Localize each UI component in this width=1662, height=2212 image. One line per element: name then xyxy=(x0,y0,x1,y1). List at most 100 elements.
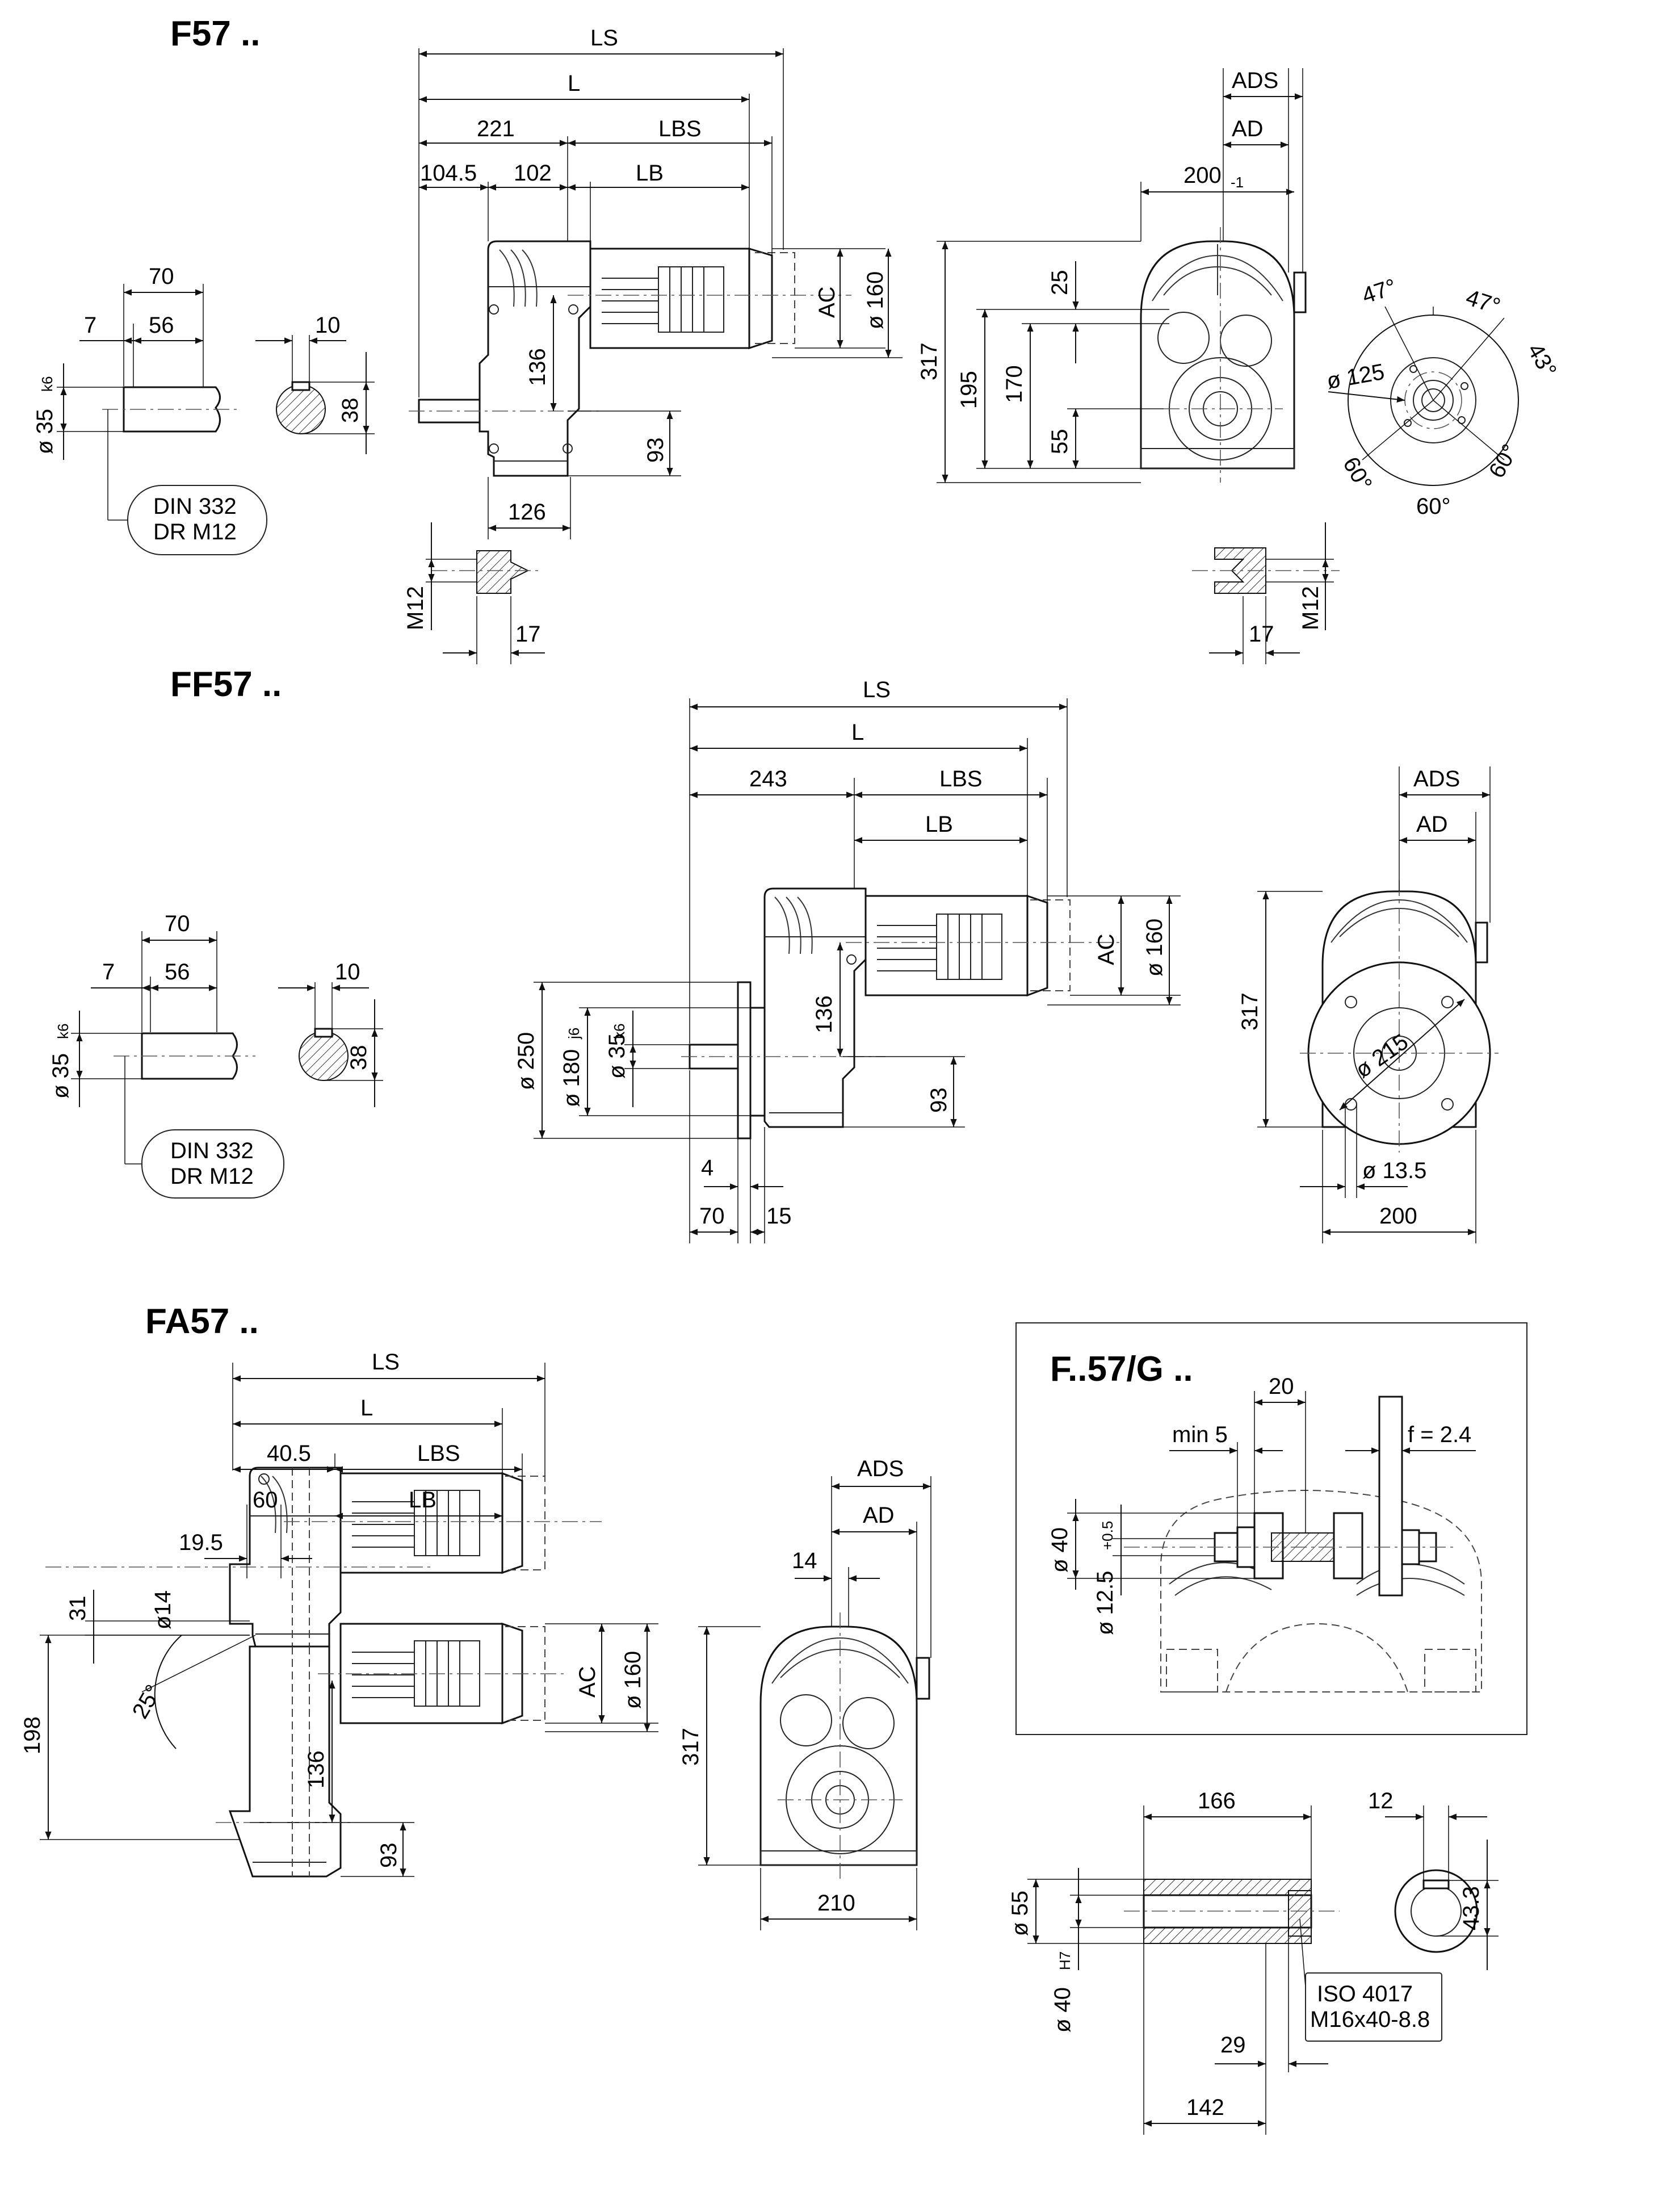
f57-front-195: 195 xyxy=(956,371,981,409)
fa57-ac: AC xyxy=(575,1666,600,1698)
f57-front-200: 200 xyxy=(1183,163,1222,188)
fg57-29: 29 xyxy=(1220,2033,1246,2058)
f57-side-view: LS L 221 LBS 104.5 102 LB AC ø 160 136 9… xyxy=(409,26,903,539)
f57-17-right: 17 xyxy=(1249,622,1274,647)
f57-shaft-k6: k6 xyxy=(39,376,56,392)
ff57-front-ads: ADS xyxy=(1413,766,1460,791)
f57-front-tol: -1 xyxy=(1231,174,1244,191)
f57-flange-43: 43° xyxy=(1522,340,1561,382)
f57-flange-view: 47° 47° 43° ø 125 60° 60° 60° xyxy=(1325,274,1562,519)
f57-note-1: DIN 332 xyxy=(153,494,237,519)
fa57-front-14: 14 xyxy=(792,1548,817,1573)
fg57-hollow-shaft: 166 12 43.3 ø 55 ø 40 H7 ISO 4017 M16x40… xyxy=(1008,1788,1499,2135)
ff57-lb: LB xyxy=(925,812,953,837)
fg57-f: f = 2.4 xyxy=(1408,1422,1471,1447)
f57-tapped-hole-right: M12 17 xyxy=(1192,522,1340,664)
f57-front-317: 317 xyxy=(917,342,942,380)
ff57-shaft-end: 70 7 56 ø 35 k6 10 38 DIN 332 DR M12 xyxy=(48,911,383,1199)
ff57-ls: LS xyxy=(863,677,891,702)
ff57-note-2: DR M12 xyxy=(170,1164,254,1189)
ff57-note-1: DIN 332 xyxy=(170,1138,254,1163)
f57-shaft-10: 10 xyxy=(315,313,341,338)
title-fg57: F..57/G .. xyxy=(1050,1350,1193,1389)
f57-l: L xyxy=(568,71,580,96)
fg57-dia55: ø 55 xyxy=(1008,1891,1033,1936)
ff57-front-ad: AD xyxy=(1416,812,1448,837)
ff57-k6: k6 xyxy=(611,1024,628,1039)
fa57-25deg: 25° xyxy=(128,1681,166,1723)
fa57-l: L xyxy=(360,1396,373,1421)
ff57-front-317: 317 xyxy=(1237,992,1262,1030)
ff57-dia35: ø 35 xyxy=(605,1033,629,1079)
f57-126: 126 xyxy=(508,500,546,525)
ff57-l: L xyxy=(851,720,864,745)
f57-93: 93 xyxy=(643,438,668,463)
f57-136: 136 xyxy=(525,348,550,386)
ff57-shaft-7: 7 xyxy=(102,960,115,984)
fa57-198: 198 xyxy=(20,1716,45,1754)
f57-221: 221 xyxy=(477,116,515,141)
ff57-dia160: ø 160 xyxy=(1142,919,1167,977)
fa57-19-5: 19.5 xyxy=(179,1530,223,1555)
title-f57: F57 .. xyxy=(170,14,261,53)
fa57-motor xyxy=(318,1622,568,1725)
f57-ac: AC xyxy=(815,286,840,318)
fa57-40-5: 40.5 xyxy=(267,1441,311,1466)
ff57-front-view: ø 215 ADS AD 317 ø 13.5 200 xyxy=(1237,766,1499,1243)
fa57-dia14: ø14 xyxy=(150,1590,175,1629)
f57-front-25: 25 xyxy=(1047,270,1072,296)
fg57-dia12-5: ø 12.5 xyxy=(1093,1571,1118,1635)
ff57-shaft-38: 38 xyxy=(346,1045,371,1071)
fa57-housing: AC ø 160 136 93 xyxy=(216,1623,658,1878)
f57-front-55: 55 xyxy=(1047,429,1072,455)
fg57-142: 142 xyxy=(1186,2095,1224,2120)
ff57-ac: AC xyxy=(1094,933,1119,965)
ff57-shaft-k6: k6 xyxy=(54,1024,72,1039)
f57-shaft-38: 38 xyxy=(338,398,363,424)
f57-front-170: 170 xyxy=(1002,365,1027,403)
f57-shaft-56: 56 xyxy=(149,313,174,338)
fa57-front-210: 210 xyxy=(817,1891,855,1916)
fa57-136: 136 xyxy=(304,1750,329,1788)
ff57-shaft-56: 56 xyxy=(165,960,190,984)
fg57-iso-2: M16x40-8.8 xyxy=(1310,2007,1430,2032)
f57-note-2: DR M12 xyxy=(153,520,237,544)
ff57-dia250: ø 250 xyxy=(514,1032,539,1090)
f57-flange-47b: 47° xyxy=(1463,285,1503,320)
ff57-93: 93 xyxy=(926,1088,951,1113)
fa57-front-view: ADS AD 14 317 210 xyxy=(678,1456,931,1930)
fg57-12: 12 xyxy=(1368,1788,1394,1813)
fg57-43-3: 43.3 xyxy=(1459,1886,1484,1930)
fg57-166: 166 xyxy=(1198,1788,1236,1813)
f57-tapped-hole-left: M12 17 xyxy=(403,522,545,664)
f57-flange-60-right: 60° xyxy=(1484,440,1523,482)
f57-lb: LB xyxy=(636,161,664,186)
fg57-dia40: ø 40 xyxy=(1047,1527,1072,1573)
ff57-j6: j6 xyxy=(565,1028,582,1040)
f57-flange-47a: 47° xyxy=(1359,274,1399,309)
fa57-lb: LB xyxy=(409,1488,437,1513)
fg57-20: 20 xyxy=(1269,1374,1294,1399)
fa57-93: 93 xyxy=(376,1843,401,1869)
fg57-min5: min 5 xyxy=(1172,1422,1228,1447)
ff57-15: 15 xyxy=(766,1204,792,1229)
title-fa57: FA57 .. xyxy=(145,1302,259,1341)
f57-shaft-70: 70 xyxy=(149,264,174,289)
ff57-dia180: ø 180 xyxy=(559,1049,584,1107)
f57-ls: LS xyxy=(590,26,618,51)
fg57-dia40h7: ø 40 xyxy=(1050,1987,1075,2033)
f57-flange-60-bottom: 60° xyxy=(1416,494,1451,519)
f57-shaft-7: 7 xyxy=(84,313,96,338)
ff57-lbs: LBS xyxy=(939,766,983,791)
fa57-ls: LS xyxy=(372,1350,400,1375)
f57-m12-right: M12 xyxy=(1298,586,1323,630)
fa57-60: 60 xyxy=(253,1488,278,1513)
f57-front-view: ADS AD 200 -1 317 195 170 25 55 xyxy=(917,68,1307,483)
fg57-tol: +0.5 xyxy=(1099,1521,1116,1550)
fa57-dia160: ø 160 xyxy=(620,1651,645,1709)
fg57-detail-panel: 20 min 5 f = 2.4 ø 40 ø 12.5 +0.5 xyxy=(1015,1322,1527,1735)
f57-104-5: 104.5 xyxy=(420,161,477,186)
fa57-front-ad: AD xyxy=(863,1503,895,1528)
f57-flange-125: ø 125 xyxy=(1325,359,1386,394)
